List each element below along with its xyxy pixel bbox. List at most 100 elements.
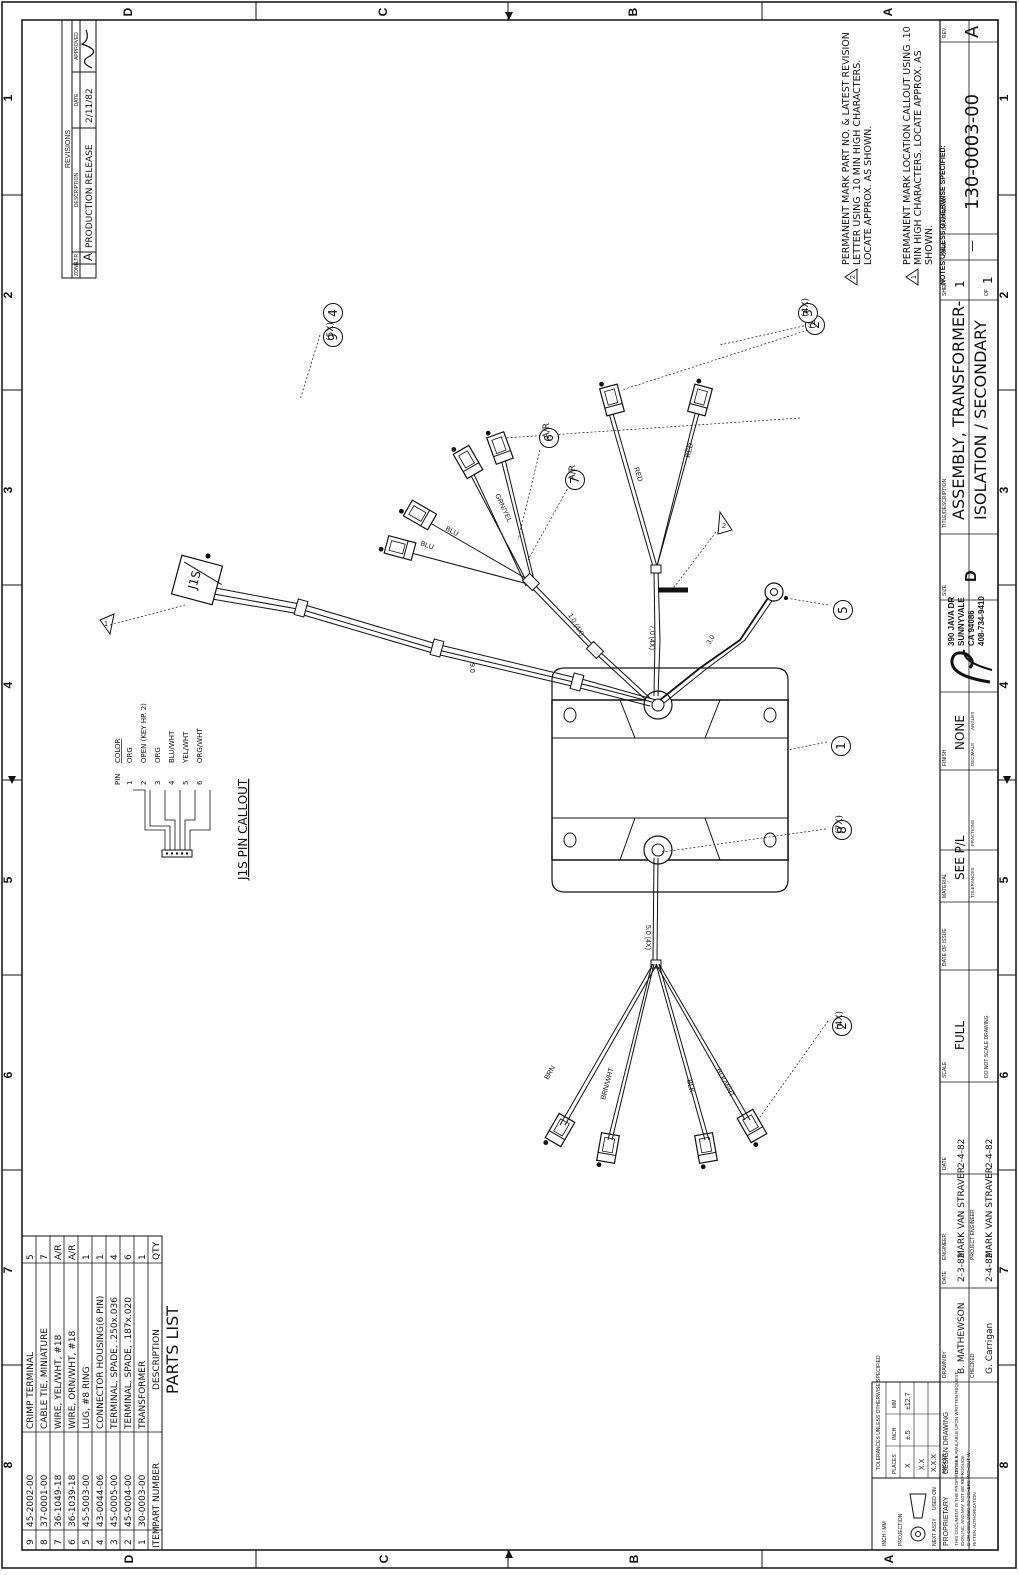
svg-text:45-0004-00: 45-0004-00 <box>124 1474 134 1527</box>
inch-mm-label: INCH / MM <box>882 1521 888 1546</box>
engineer-name: MARK VAN STRAVER <box>957 1167 967 1258</box>
spade-terminal <box>485 430 515 466</box>
rev-value: A <box>962 25 983 38</box>
spade-terminals <box>378 378 768 1170</box>
wire-label-blu-2: BLU <box>444 526 459 539</box>
svg-text:45-0005-00: 45-0005-00 <box>110 1474 120 1527</box>
spade-terminal <box>399 499 438 531</box>
callout-number: 7 <box>568 476 582 484</box>
svg-text:9: 9 <box>26 1539 36 1545</box>
svg-text:ITEM: ITEM <box>152 1526 162 1548</box>
notes-block-2: 1 PERMANENT MARK LOCATION CALLOUT USING … <box>902 26 935 286</box>
angles-label-small: ANGLES <box>970 712 975 730</box>
pin-number: 2 <box>140 781 148 785</box>
spade-terminal <box>451 444 484 480</box>
proprietary-text: D OR DISCLOSED TO OTHERS WITHOUT W <box>966 1452 971 1546</box>
proprietary-text: RITTEN AUTHORIZATION <box>972 1492 977 1546</box>
spade-terminal <box>596 1131 620 1168</box>
location-mark-triangle: 1 <box>99 613 115 636</box>
transformer <box>551 667 789 893</box>
pin-color: OPEN (KEY HP. 2) <box>140 703 148 763</box>
rev-description: PRODUCTION RELEASE <box>85 144 95 248</box>
zone-col-left-2: 2 <box>1 291 15 298</box>
zone-row-bottom-A: A <box>882 1554 896 1563</box>
note-1-text: PERMANENT MARK LOCATION CALLOUT USING .1… <box>902 26 935 265</box>
drawn-by-name: B. MATHEWSON <box>957 1303 967 1375</box>
size-label: SIZE <box>942 584 948 596</box>
zone-row-bottom-B: B <box>627 1554 641 1563</box>
svg-text:2: 2 <box>124 1539 134 1545</box>
details-label: DETAILS AVAILABLE UPON WRITTEN REQUEST <box>954 1372 959 1474</box>
zone-col-left-4: 4 <box>1 681 15 688</box>
svg-text:36-1049-18: 36-1049-18 <box>54 1474 64 1527</box>
company-logo <box>950 649 993 684</box>
drawing-number: 130-0003-00 <box>962 94 983 210</box>
zone-row-top-A: A <box>881 7 895 16</box>
of-label: OF <box>984 289 990 296</box>
zone-col-right-7: 7 <box>997 1266 1011 1273</box>
engineer-label: ENGINEER <box>942 1233 948 1260</box>
tol-xx: X.X <box>919 1458 926 1470</box>
svg-text:5: 5 <box>82 1539 92 1545</box>
drawing-no-label: DRAWING NO. <box>942 196 948 230</box>
zone-col-left-5: 5 <box>1 876 15 883</box>
svg-text:CABLE TIE, MINIATURE: CABLE TIE, MINIATURE <box>40 1328 50 1429</box>
zone-row-bottom-D: D <box>122 1554 136 1563</box>
design-drawing-label: DESIGN DRAWING <box>943 1412 950 1474</box>
zone-col-left-8: 8 <box>1 1461 15 1468</box>
rev-header-approved: APPROVED <box>74 32 80 60</box>
zone-col-right-1: 1 <box>997 94 1011 101</box>
pin-callout-diagram <box>133 789 211 858</box>
rev-header-zone: ZONE <box>74 261 80 276</box>
center-arrow-bottom <box>505 1550 513 1558</box>
wire-label-blkwht: BLK/WHT <box>714 1068 735 1099</box>
color-header: COLOR <box>114 738 122 763</box>
pin-number: 1 <box>126 781 134 785</box>
sheet-value: 1 <box>953 280 967 288</box>
projection-label: PROJECTION <box>898 1513 904 1546</box>
length-label-9: 9.0 <box>468 663 475 673</box>
svg-text:7: 7 <box>40 1254 50 1260</box>
spade-terminal <box>543 1112 576 1148</box>
zone-row-top-C: C <box>376 7 390 16</box>
svg-text:CONNECTOR HOUSING(6 PIN): CONNECTOR HOUSING(6 PIN) <box>96 1296 106 1429</box>
spade-terminal <box>686 378 714 417</box>
wire-label-red-2: RED <box>685 443 695 459</box>
rev-mark-triangle: 2 <box>717 510 733 535</box>
length-label-5: 5.0 (4X) <box>644 925 651 950</box>
svg-text:LUG, #8 RING: LUG, #8 RING <box>82 1366 92 1429</box>
material-value: SEE P/L <box>953 835 967 880</box>
pin-number: 5 <box>182 781 190 785</box>
tol-x-mm: ±12.7 <box>905 1392 912 1410</box>
svg-text:6: 6 <box>124 1254 134 1260</box>
drawn-date-label: DATE <box>942 1270 948 1284</box>
svg-text:1: 1 <box>96 1254 106 1260</box>
svg-text:43-0044-06: 43-0044-06 <box>96 1474 106 1527</box>
zone-row-top-D: D <box>121 7 135 16</box>
callout-qty: (4X) <box>801 298 811 317</box>
revision-block: REVISIONS ZONE LTR DESCRIPTION DATE APPR… <box>61 19 97 279</box>
notes-block: 2 PERMANENT MARK PART NO. & LATEST REVIS… <box>841 32 874 286</box>
svg-text:TERMINAL, SPADE, .250x.036: TERMINAL, SPADE, .250x.036 <box>110 1297 120 1430</box>
size-value: D <box>963 570 980 582</box>
rev-ltr: A <box>81 253 95 261</box>
svg-text:A/R: A/R <box>68 1245 78 1260</box>
spade-terminal <box>736 1108 768 1147</box>
checked-date: 2-4-82 <box>985 1253 995 1282</box>
svg-text:5: 5 <box>26 1254 36 1260</box>
project-engineer-name: MARK VAN STRAVER <box>985 1167 995 1258</box>
callout-item-2: 2(4X) <box>832 1011 852 1036</box>
date-of-issue-label: DATE OF ISSUE <box>942 928 948 966</box>
zone-row-bottom-C: C <box>377 1554 391 1563</box>
callout-qty: (7X) <box>835 815 845 834</box>
svg-text:WIRE, ORN/WHT, #18: WIRE, ORN/WHT, #18 <box>68 1331 78 1429</box>
company-address-line: SUNNYVALE <box>957 597 966 646</box>
length-label-3: 3.0 <box>706 634 717 646</box>
ring-lug <box>764 582 788 602</box>
